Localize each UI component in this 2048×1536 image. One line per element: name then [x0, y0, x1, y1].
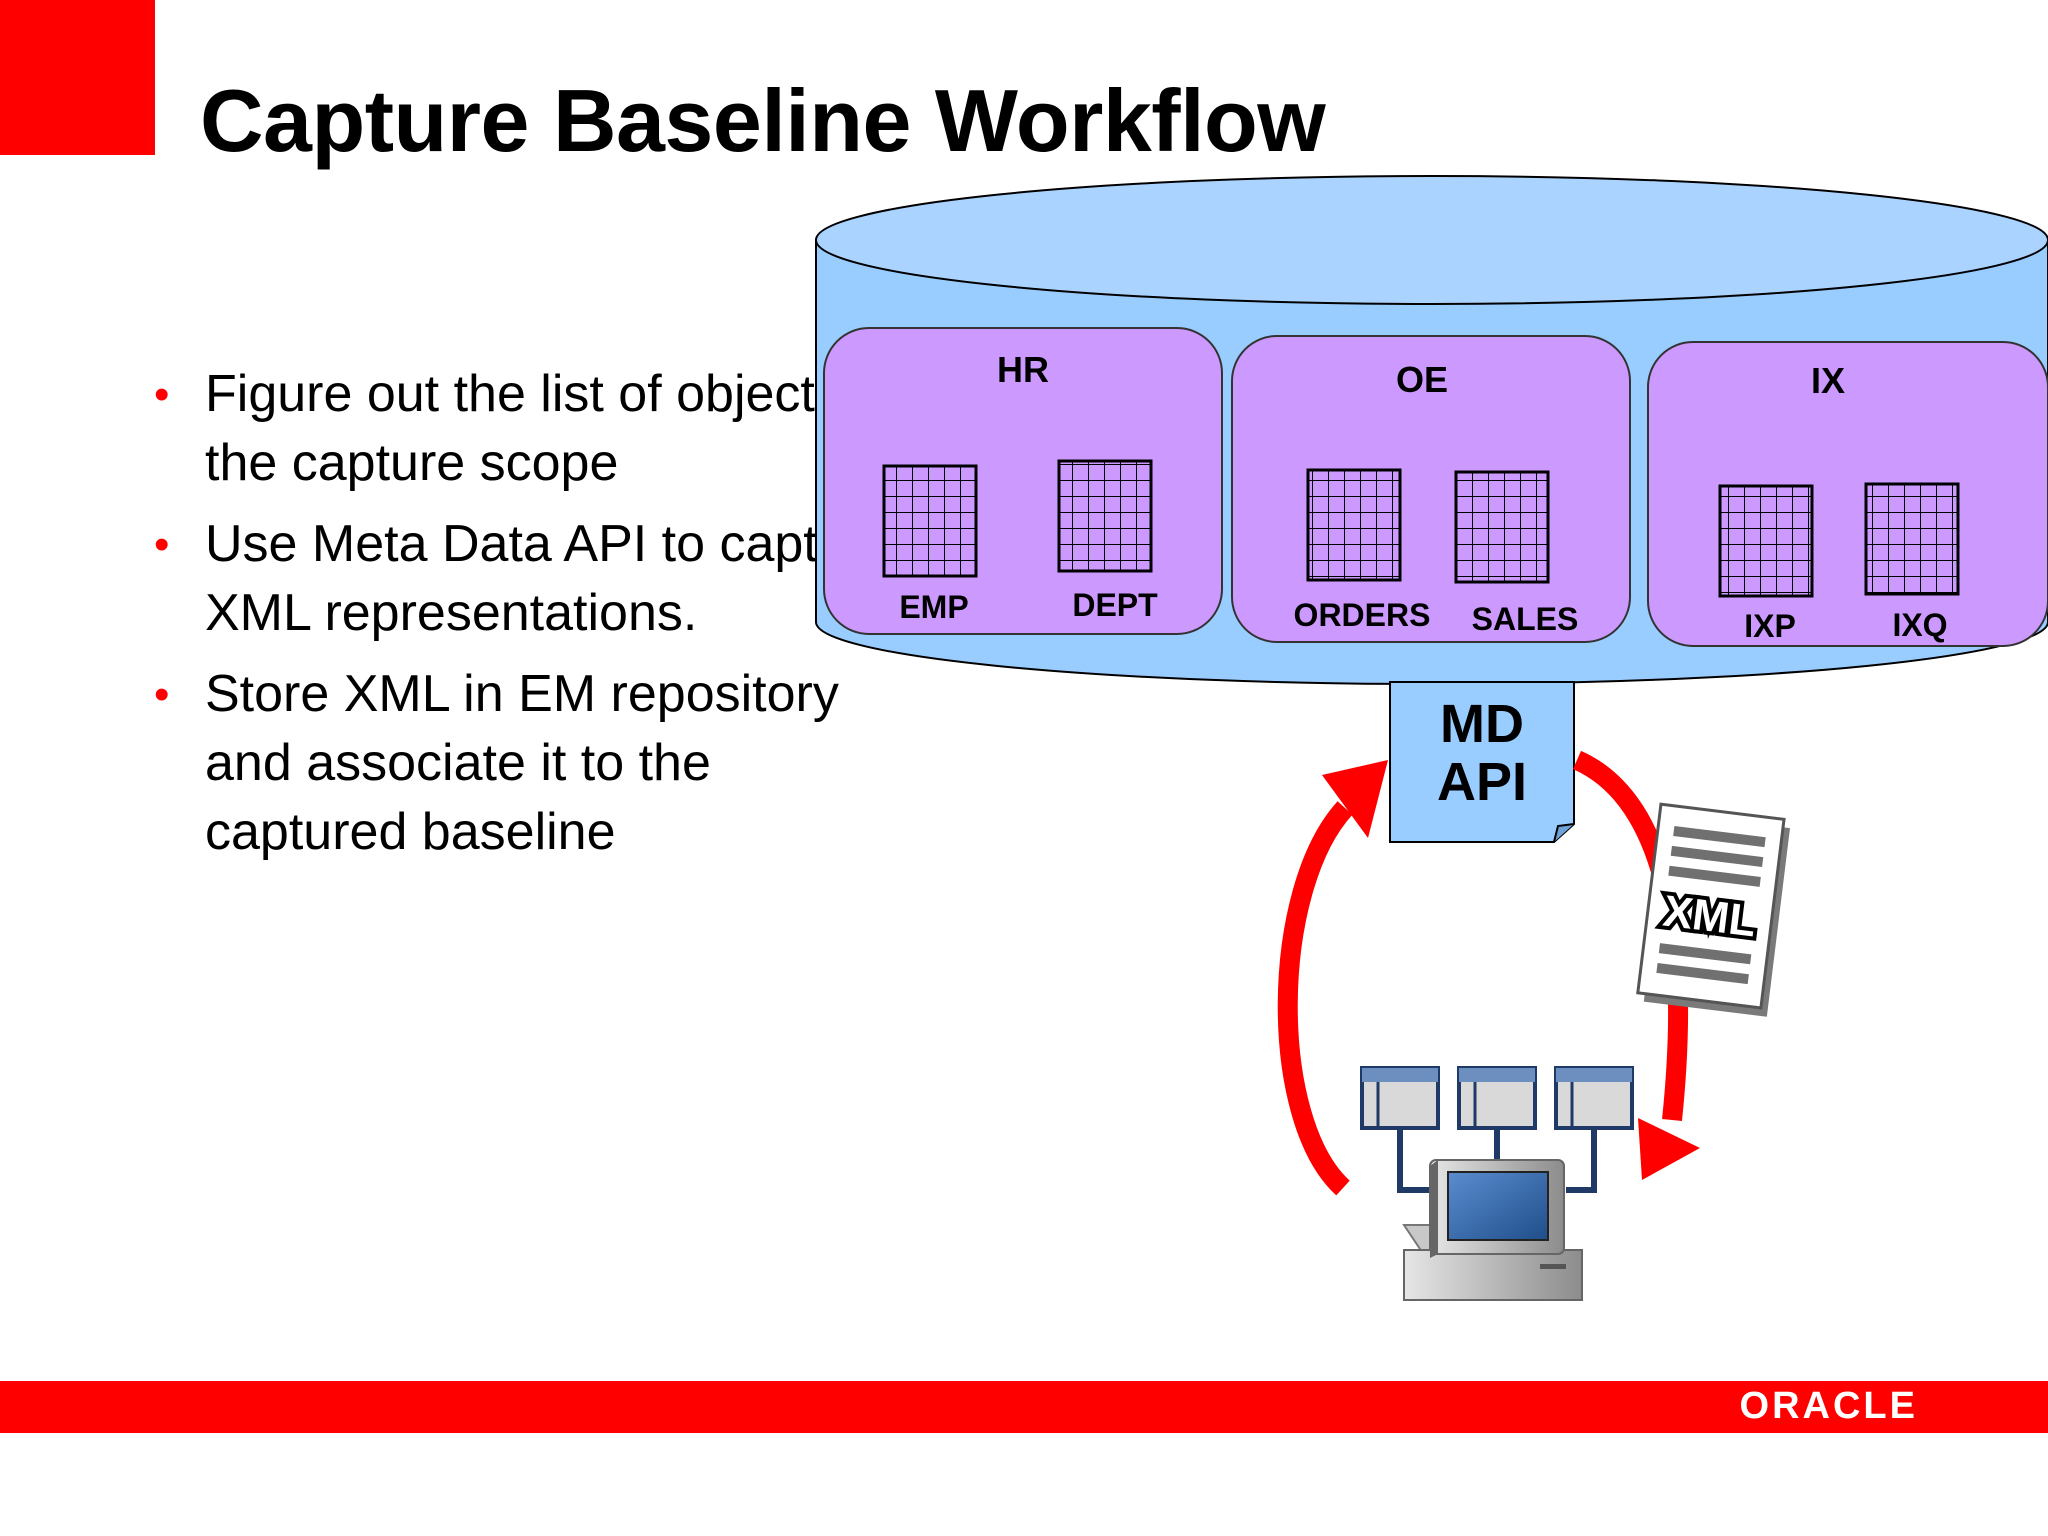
bullet-list: • Figure out the list of objects in the c… [150, 360, 910, 879]
table-grid-icon [1718, 484, 1814, 598]
table-label: ORDERS [1294, 597, 1431, 633]
table-label: DEPT [1072, 587, 1158, 623]
table-label: IXP [1744, 608, 1796, 644]
table-grid-icon [882, 464, 978, 578]
table-grid-icon [1454, 470, 1550, 584]
md-api-box: MD API [1389, 681, 1575, 843]
slide-title: Capture Baseline Workflow [200, 71, 1326, 170]
table-label: EMP [899, 589, 968, 625]
bullet-text: Store XML in EM repository and associate… [205, 665, 839, 861]
schema-hr: HR EMP DEPT [823, 327, 1223, 635]
window-icon [1360, 1066, 1440, 1130]
arrow-up-icon [1277, 760, 1388, 1196]
table-label: IXQ [1892, 607, 1947, 643]
table-grid-icon [1306, 468, 1402, 582]
schema-label: HR [997, 349, 1049, 390]
footer-bar: ORACLE [0, 1381, 2048, 1433]
table-grid-icon [1057, 459, 1153, 573]
schema-oe: OE ORDERS SALES [1231, 335, 1631, 643]
bullet-item: • Figure out the list of objects in the c… [150, 360, 910, 498]
window-icon [1554, 1066, 1634, 1130]
bullet-item: • Use Meta Data API to capture XML repres… [150, 510, 910, 648]
schema-ix: IX IXP IXQ [1647, 341, 2048, 647]
table-label: SALES [1472, 601, 1579, 637]
computer-icon [1402, 1159, 1583, 1301]
workstation-icon [1360, 1066, 1634, 1301]
schema-label: OE [1396, 359, 1448, 400]
bullet-text: Use Meta Data API to capture XML represe… [205, 515, 893, 642]
bullet-dot-icon: • [154, 670, 170, 719]
bullet-item: • Store XML in EM repository and associat… [150, 660, 910, 867]
xml-document-icon: XML [1636, 802, 1791, 1017]
workflow-diagram: HR EMP DEPT OE ORDERS SALES IX IXP IXQ M… [815, 175, 2048, 1301]
schema-label: IX [1811, 360, 1845, 401]
table-grid-icon [1864, 482, 1960, 596]
oracle-logo: ORACLE [1739, 1385, 1918, 1427]
api-label-line2: API [1437, 752, 1527, 812]
bullet-dot-icon: • [154, 370, 170, 419]
bullet-dot-icon: • [154, 520, 170, 569]
api-label-line1: MD [1440, 694, 1524, 754]
corner-accent [0, 0, 155, 155]
window-icon [1457, 1066, 1537, 1130]
bullet-text: Figure out the list of objects in the ca… [205, 365, 896, 492]
